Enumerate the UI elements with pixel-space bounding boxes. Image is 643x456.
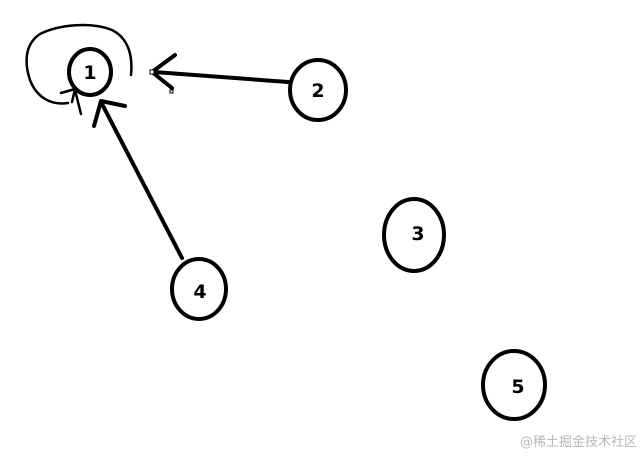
edge-4-to-1-arrowhead (92, 99, 127, 128)
node-5-label: 5 (511, 376, 524, 398)
edge-2-to-1-handle-end (169, 89, 174, 94)
edge-2-to-1-handle-start (149, 69, 155, 75)
node-5: 5 (481, 349, 547, 421)
edge-1-self-loop-tail (73, 88, 83, 116)
node-2-circle (288, 58, 348, 122)
node-4: 4 (170, 257, 228, 321)
edge-1-self-loop-arrowhead (59, 87, 77, 104)
edge-4-to-1 (92, 99, 184, 260)
node-3-circle (382, 197, 446, 273)
node-3: 3 (382, 197, 446, 273)
edge-4-to-1-line (99, 100, 184, 260)
node-2-label: 2 (311, 80, 324, 102)
node-1-circle (67, 47, 113, 97)
edge-2-to-1-line (152, 70, 290, 84)
node-3-label: 3 (411, 223, 424, 245)
edge-2-to-1 (149, 53, 290, 94)
node-2: 2 (288, 58, 348, 122)
node-4-label: 4 (193, 281, 206, 303)
edge-1-self-loop-curve (25, 23, 133, 105)
node-1: 1 (67, 47, 113, 97)
watermark: @稀土掘金技术社区 (519, 435, 637, 450)
node-1-label: 1 (83, 62, 96, 84)
node-4-circle (170, 257, 228, 321)
node-5-circle (481, 349, 547, 421)
edge-1-self-loop (25, 23, 133, 116)
